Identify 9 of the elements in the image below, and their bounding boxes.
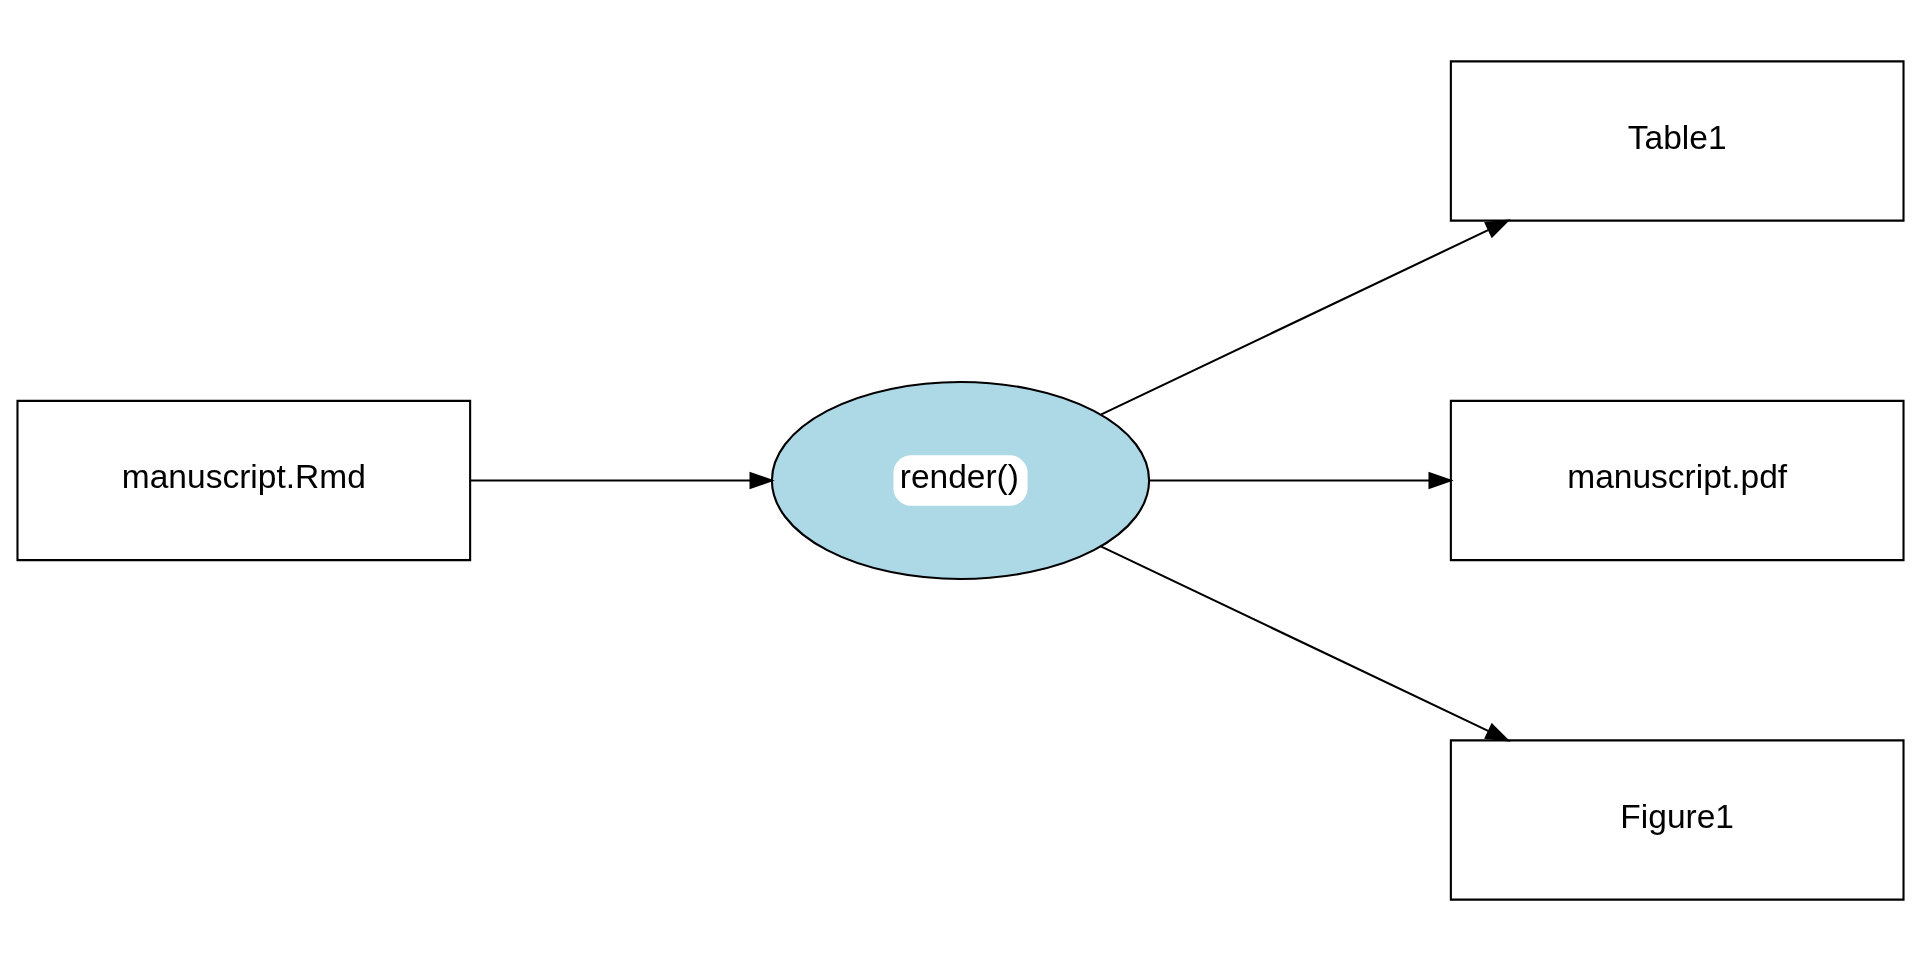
node-box: Table1 [1449,59,1905,222]
node-ellipse: render() [770,380,1150,580]
arrow [1099,544,1511,742]
node-box: Figure1 [1449,738,1905,901]
arrow [469,471,775,489]
node-box: manuscript.Rmd [15,399,471,561]
arrow [1149,471,1454,489]
arrow [1099,218,1511,416]
node-box: manuscript.pdf [1449,399,1905,561]
